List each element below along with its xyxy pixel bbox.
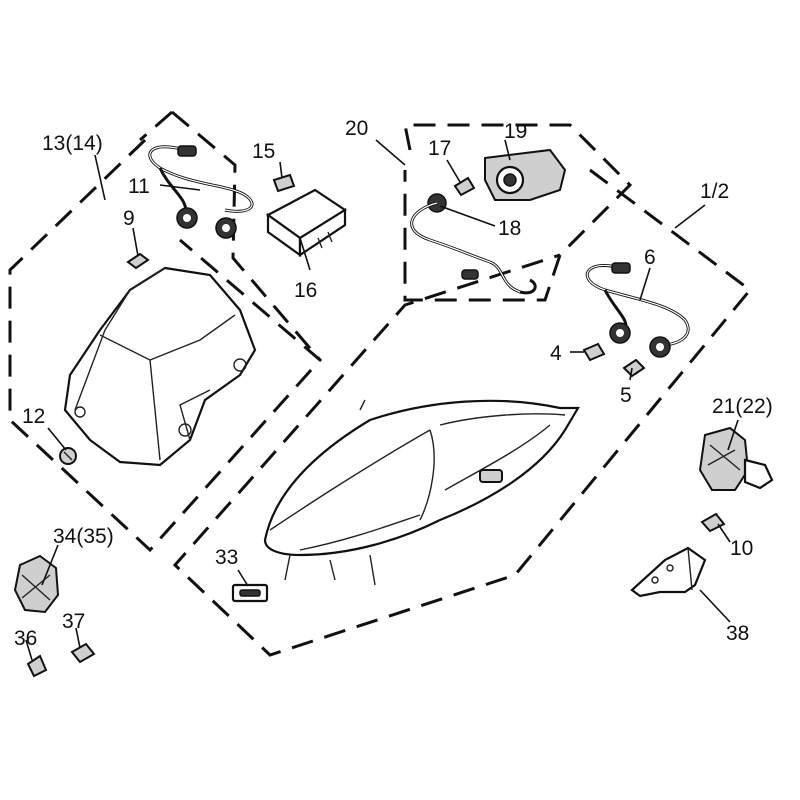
callout-34: 34(35) [53,525,114,548]
callout-37: 37 [62,610,85,633]
part-38-bracket [630,546,707,598]
callout-19: 19 [504,120,527,143]
group-outline-13 [8,138,323,553]
part-19-housing [484,148,567,201]
callout-17: 17 [428,137,451,160]
callout-15: 15 [252,140,275,163]
part-13-lens [63,266,257,467]
part-33-clip [231,583,269,603]
callout-9: 9 [123,207,135,230]
group-outline-20 [403,123,633,302]
callout-18: 18 [498,217,521,240]
part-16-module [265,188,348,258]
part-10-bulb [700,512,726,533]
callout-4: 4 [550,342,562,365]
callout-1: 1/2 [700,180,729,203]
part-18-harness [410,193,537,295]
group-outline-11 [139,110,322,361]
part-37-bulb [70,642,96,664]
callout-38: 38 [726,622,749,645]
part-17-bulb [453,176,476,197]
callout-11: 11 [128,175,150,198]
callout-12: 12 [22,405,45,428]
part-15-clip [272,173,296,193]
part-9-bulb [126,252,150,270]
part-6-harness [585,262,690,358]
part-34-socket [13,554,60,614]
callout-10: 10 [730,537,753,560]
part-4-screw [582,342,606,362]
part-36-bulb [26,654,48,678]
callout-13: 13(14) [42,132,103,155]
callout-16: 16 [294,279,317,302]
part-1-headlight [263,399,580,586]
part-12-screw [59,447,77,465]
part-5-bulb [622,358,646,378]
callout-5: 5 [620,384,632,407]
group-outline-1 [172,168,753,657]
leader-lines [25,139,739,661]
callout-21: 21(22) [712,395,773,418]
part-21-socket [698,426,774,491]
callout-20: 20 [345,117,368,140]
callout-33: 33 [215,546,238,569]
callout-6: 6 [644,246,656,269]
callout-36: 36 [14,627,37,650]
part-11-harness [148,145,254,239]
